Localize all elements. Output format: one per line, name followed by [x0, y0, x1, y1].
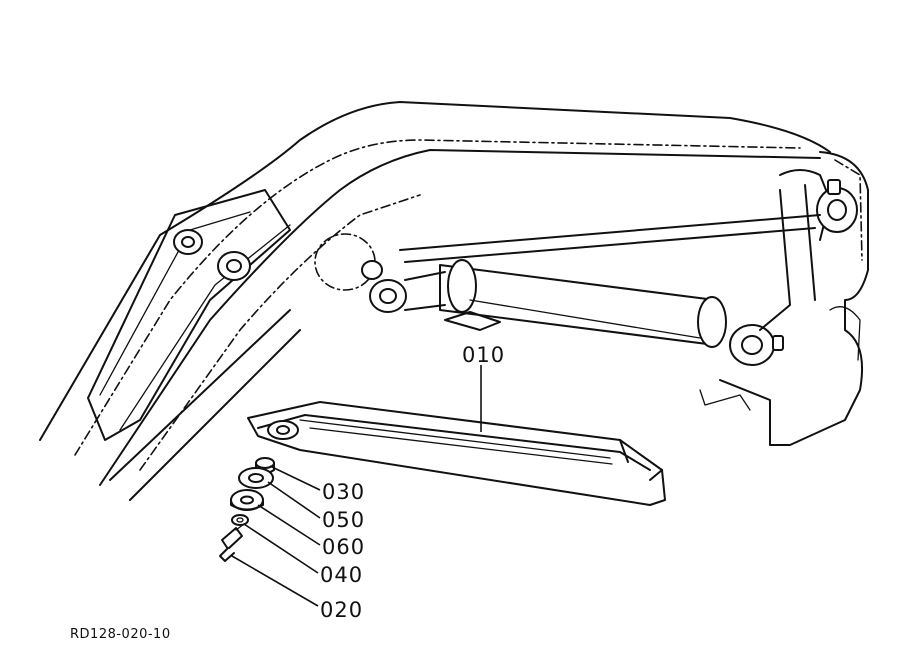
boom-arm [39, 101, 831, 501]
hydraulic-cylinder [314, 214, 821, 348]
bolt-020 [219, 523, 245, 562]
callout-020: 020 [320, 598, 363, 622]
washer-050 [238, 467, 274, 489]
leader-030 [269, 465, 321, 491]
leader-lines [231, 365, 482, 607]
spring-washer-040 [231, 514, 249, 526]
callout-050: 050 [322, 508, 365, 532]
leader-040 [243, 523, 319, 574]
leader-020 [231, 555, 319, 607]
callout-010: 010 [462, 343, 505, 367]
washer-060 [230, 489, 264, 511]
boom-end-bracket [699, 151, 869, 446]
callout-060: 060 [322, 535, 365, 559]
leader-050 [267, 481, 321, 519]
fastener-stack [219, 457, 275, 562]
leader-060 [257, 504, 321, 546]
callout-040: 040 [320, 563, 363, 587]
guard-plate-010 [247, 401, 666, 506]
callout-labels: 010 030 050 060 040 020 [320, 343, 505, 622]
figure-reference-code: RD128-020-10 [70, 627, 171, 642]
callout-030: 030 [322, 480, 365, 504]
